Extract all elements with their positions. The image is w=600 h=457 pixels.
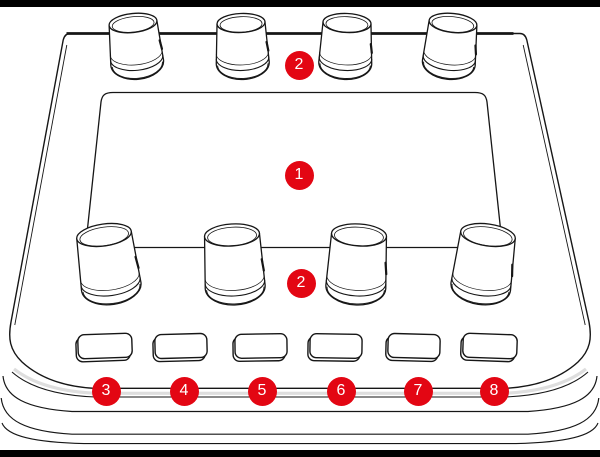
device-side-line-right bbox=[522, 44, 586, 326]
top-knob-1 bbox=[108, 12, 165, 81]
front-edge-highlight bbox=[13, 367, 587, 395]
device-deck-layers bbox=[0, 375, 600, 445]
panel-button-4 bbox=[307, 333, 363, 362]
front-edge-line bbox=[11, 371, 589, 398]
panel-button-6 bbox=[460, 332, 518, 363]
panel-button-2 bbox=[152, 332, 208, 363]
top-knob-2 bbox=[215, 12, 270, 81]
top-knob-3 bbox=[318, 12, 373, 81]
top-border bbox=[0, 0, 600, 7]
deck-layer-line-2 bbox=[0, 397, 600, 435]
callout-badge-button-4: 6 bbox=[326, 376, 356, 406]
callout-badge-button-3: 5 bbox=[247, 376, 277, 406]
callout-badge-button-2: 4 bbox=[169, 376, 199, 406]
bottom-knob-1 bbox=[76, 222, 142, 306]
bottom-border bbox=[0, 450, 600, 457]
callout-badge-button-6: 8 bbox=[479, 376, 509, 406]
bottom-knob-3 bbox=[325, 223, 388, 306]
device-front-edge bbox=[11, 367, 589, 398]
panel-button-3 bbox=[232, 333, 288, 362]
bottom-knob-2 bbox=[203, 223, 266, 306]
panel-button-5 bbox=[385, 332, 441, 363]
callout-badge-knob-row-top: 2 bbox=[284, 50, 314, 80]
panel-button-1 bbox=[75, 332, 133, 363]
deck-layer-line-1 bbox=[2, 375, 598, 413]
callout-badge-knob-row-bottom: 2 bbox=[286, 268, 316, 298]
callout-badge-button-1: 3 bbox=[91, 376, 121, 406]
callout-badge-button-5: 7 bbox=[403, 376, 433, 406]
top-knob-4 bbox=[421, 12, 478, 81]
device-side-line-left bbox=[14, 44, 68, 326]
bottom-knob-4 bbox=[450, 222, 516, 306]
callout-badge-screen: 1 bbox=[284, 160, 314, 190]
deck-layer-line-3 bbox=[1, 422, 599, 445]
